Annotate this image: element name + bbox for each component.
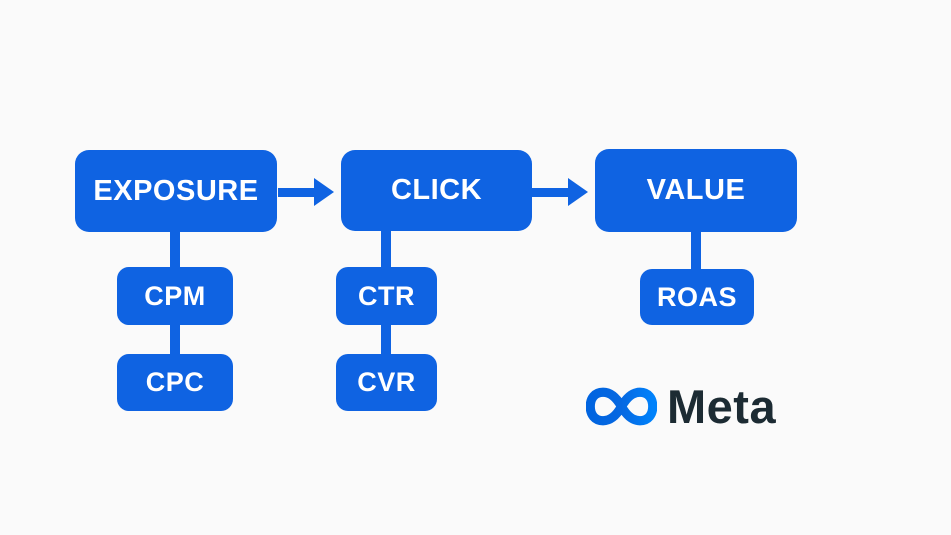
stage-label-click: CLICK: [390, 174, 483, 206]
metric-label-cpm: CPM: [144, 280, 206, 311]
arrow-head-icon: [314, 178, 334, 206]
metric-node-roas: ROAS: [640, 269, 754, 325]
stage-node-value: VALUE: [595, 149, 797, 232]
arrow-shaft: [532, 188, 572, 197]
connector-ctr-cvr: [381, 320, 391, 360]
arrow-right-icon-exposure-to-click: [278, 178, 334, 206]
connector-click-ctr: [381, 227, 391, 272]
arrow-shaft: [278, 188, 318, 197]
metric-node-cvr: CVR: [336, 354, 437, 411]
arrow-right-icon-click-to-value: [532, 178, 588, 206]
arrow-head-icon: [568, 178, 588, 206]
metric-node-ctr: CTR: [336, 267, 437, 325]
metric-label-ctr: CTR: [358, 280, 415, 311]
meta-logo: Meta: [586, 381, 776, 432]
connector-exposure-cpm: [170, 228, 180, 272]
connector-value-roas: [691, 228, 701, 274]
connector-cpm-cpc: [170, 320, 180, 360]
metric-node-cpm: CPM: [117, 267, 233, 325]
stage-node-exposure: EXPOSURE: [75, 150, 277, 232]
metric-label-cvr: CVR: [357, 367, 416, 397]
meta-wordmark: Meta: [667, 380, 777, 433]
meta-infinity-icon: [586, 387, 657, 426]
metric-node-cpc: CPC: [117, 354, 233, 411]
stage-label-value: VALUE: [646, 174, 746, 206]
metric-label-roas: ROAS: [656, 281, 737, 312]
metric-label-cpc: CPC: [145, 367, 205, 397]
stage-label-exposure: EXPOSURE: [93, 174, 259, 207]
stage-node-click: CLICK: [341, 150, 532, 231]
